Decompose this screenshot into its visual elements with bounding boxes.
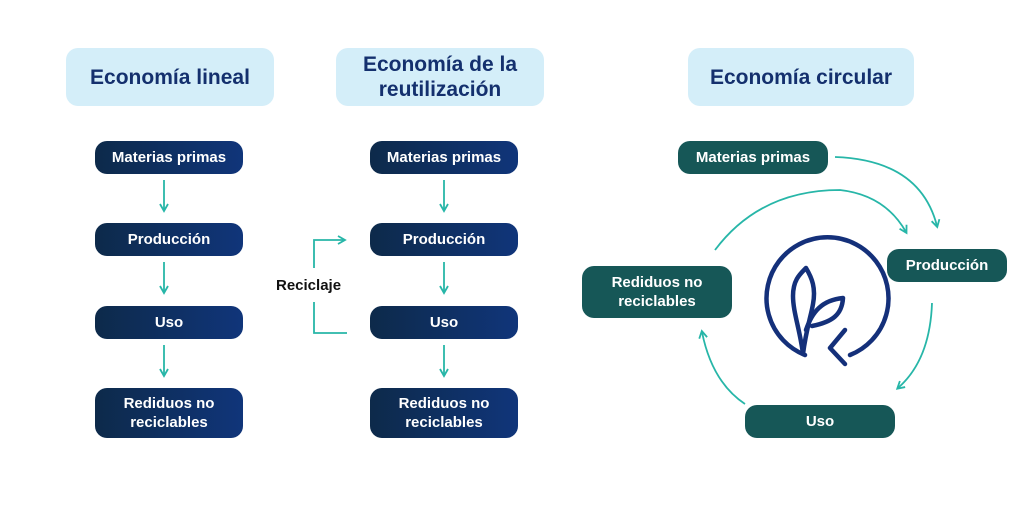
- circular-waste-node: Rediduos no reciclables: [582, 266, 732, 318]
- header-reuse-economy: Economía de la reutilización: [336, 48, 544, 106]
- arrow-production-to-use: [895, 302, 933, 390]
- linear-raw-materials-node: Materias primas: [95, 141, 243, 174]
- header-circular-economy: Economía circular: [688, 48, 914, 106]
- arrow-use-to-waste: [698, 329, 746, 405]
- reuse-raw-materials-node: Materias primas: [370, 141, 518, 174]
- linear-production-node: Producción: [95, 223, 243, 256]
- circular-raw-materials-node: Materias primas: [678, 141, 828, 174]
- circular-arrows: [698, 156, 941, 405]
- linear-waste-node: Rediduos no reciclables: [95, 388, 243, 438]
- circular-use-node: Uso: [745, 405, 895, 438]
- circular-production-node: Producción: [887, 249, 1007, 282]
- reuse-use-node: Uso: [370, 306, 518, 339]
- reuse-waste-node: Rediduos no reciclables: [370, 388, 518, 438]
- arrow-waste-to-production: [714, 189, 908, 251]
- arrow-raw-to-production: [834, 156, 941, 229]
- reuse-arrows: [313, 180, 449, 378]
- recycling-loop-upper-arrow: [313, 235, 347, 268]
- recycling-loop-lower: [313, 302, 347, 334]
- header-linear-economy: Economía lineal: [66, 48, 274, 106]
- recycling-label: Reciclaje: [276, 277, 342, 294]
- leaf-cycle-icon: [764, 235, 891, 367]
- reuse-production-node: Producción: [370, 223, 518, 256]
- linear-use-node: Uso: [95, 306, 243, 339]
